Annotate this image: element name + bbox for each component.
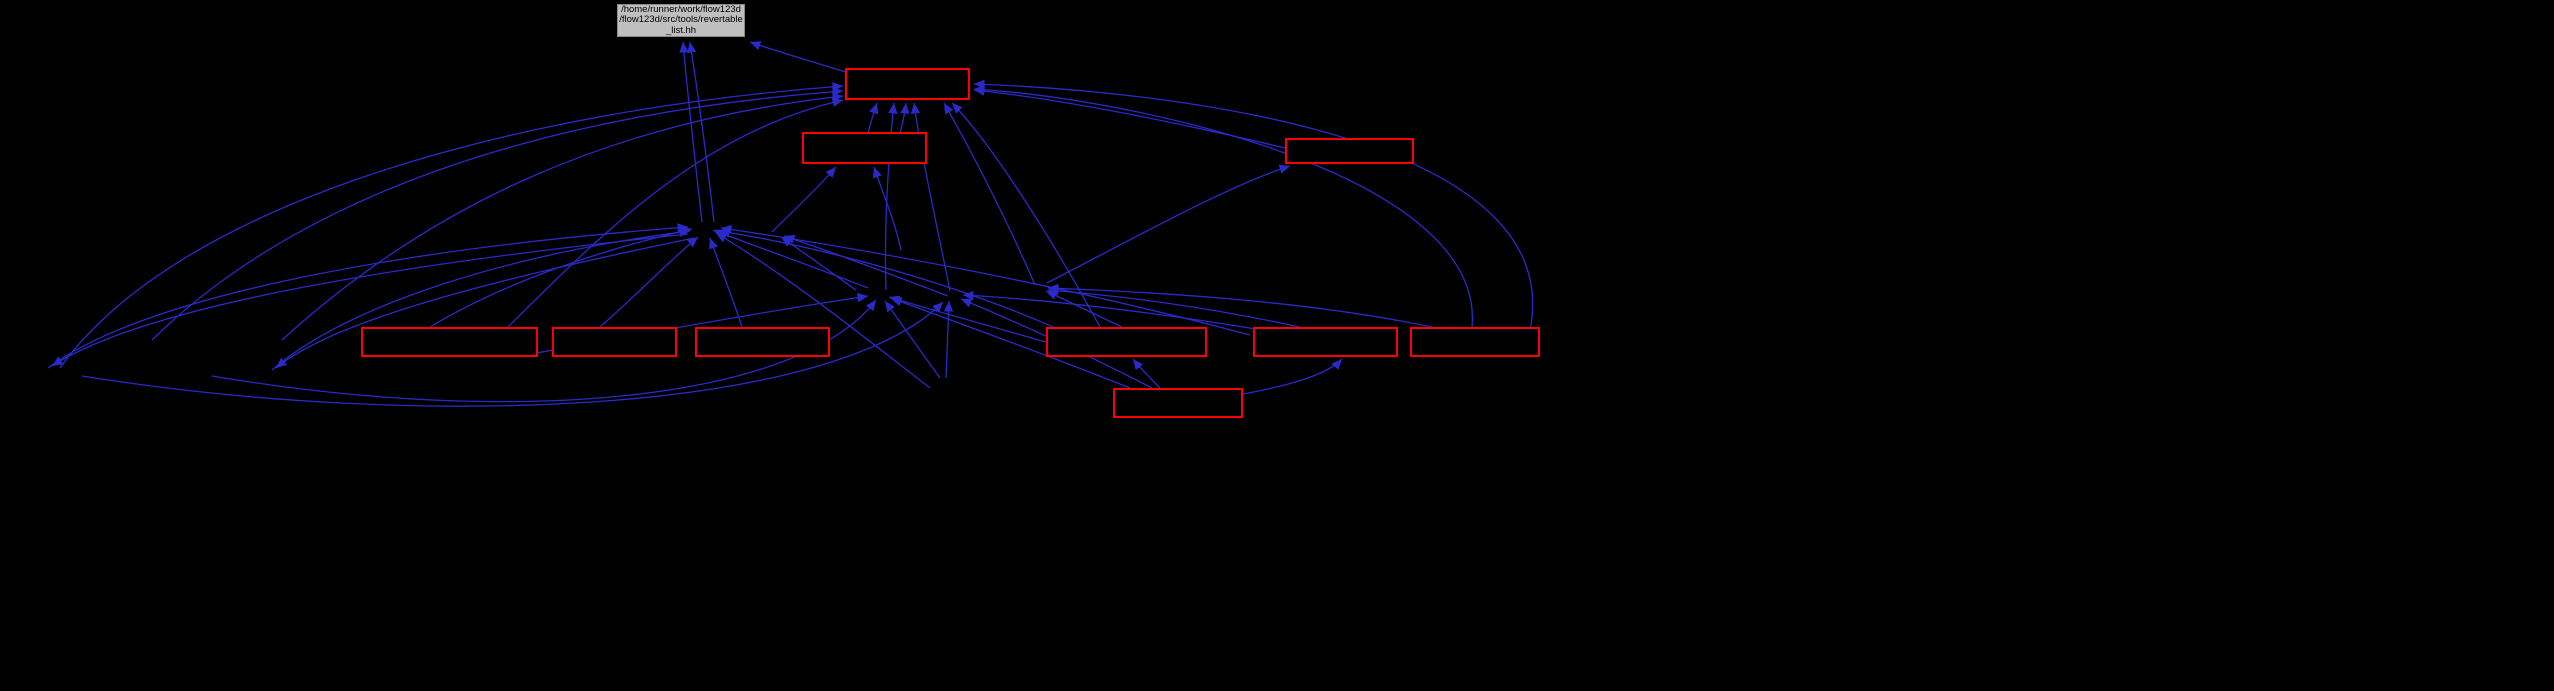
include-node-10[interactable] [1113,388,1243,418]
include-node-6[interactable] [695,327,830,357]
include-node-5[interactable] [552,327,677,357]
include-node-8[interactable] [1253,327,1398,357]
include-node-2[interactable] [802,132,927,164]
root-node-label: /home/runner/work/flow123d /flow123d/src… [619,3,743,36]
include-node-7[interactable] [1046,327,1207,357]
include-node-1[interactable] [845,68,970,100]
edges-group [47,41,1534,407]
include-node-4[interactable] [361,327,538,357]
root-node: /home/runner/work/flow123d /flow123d/src… [617,4,745,37]
include-node-9[interactable] [1410,327,1540,357]
include-node-3[interactable] [1285,138,1414,164]
